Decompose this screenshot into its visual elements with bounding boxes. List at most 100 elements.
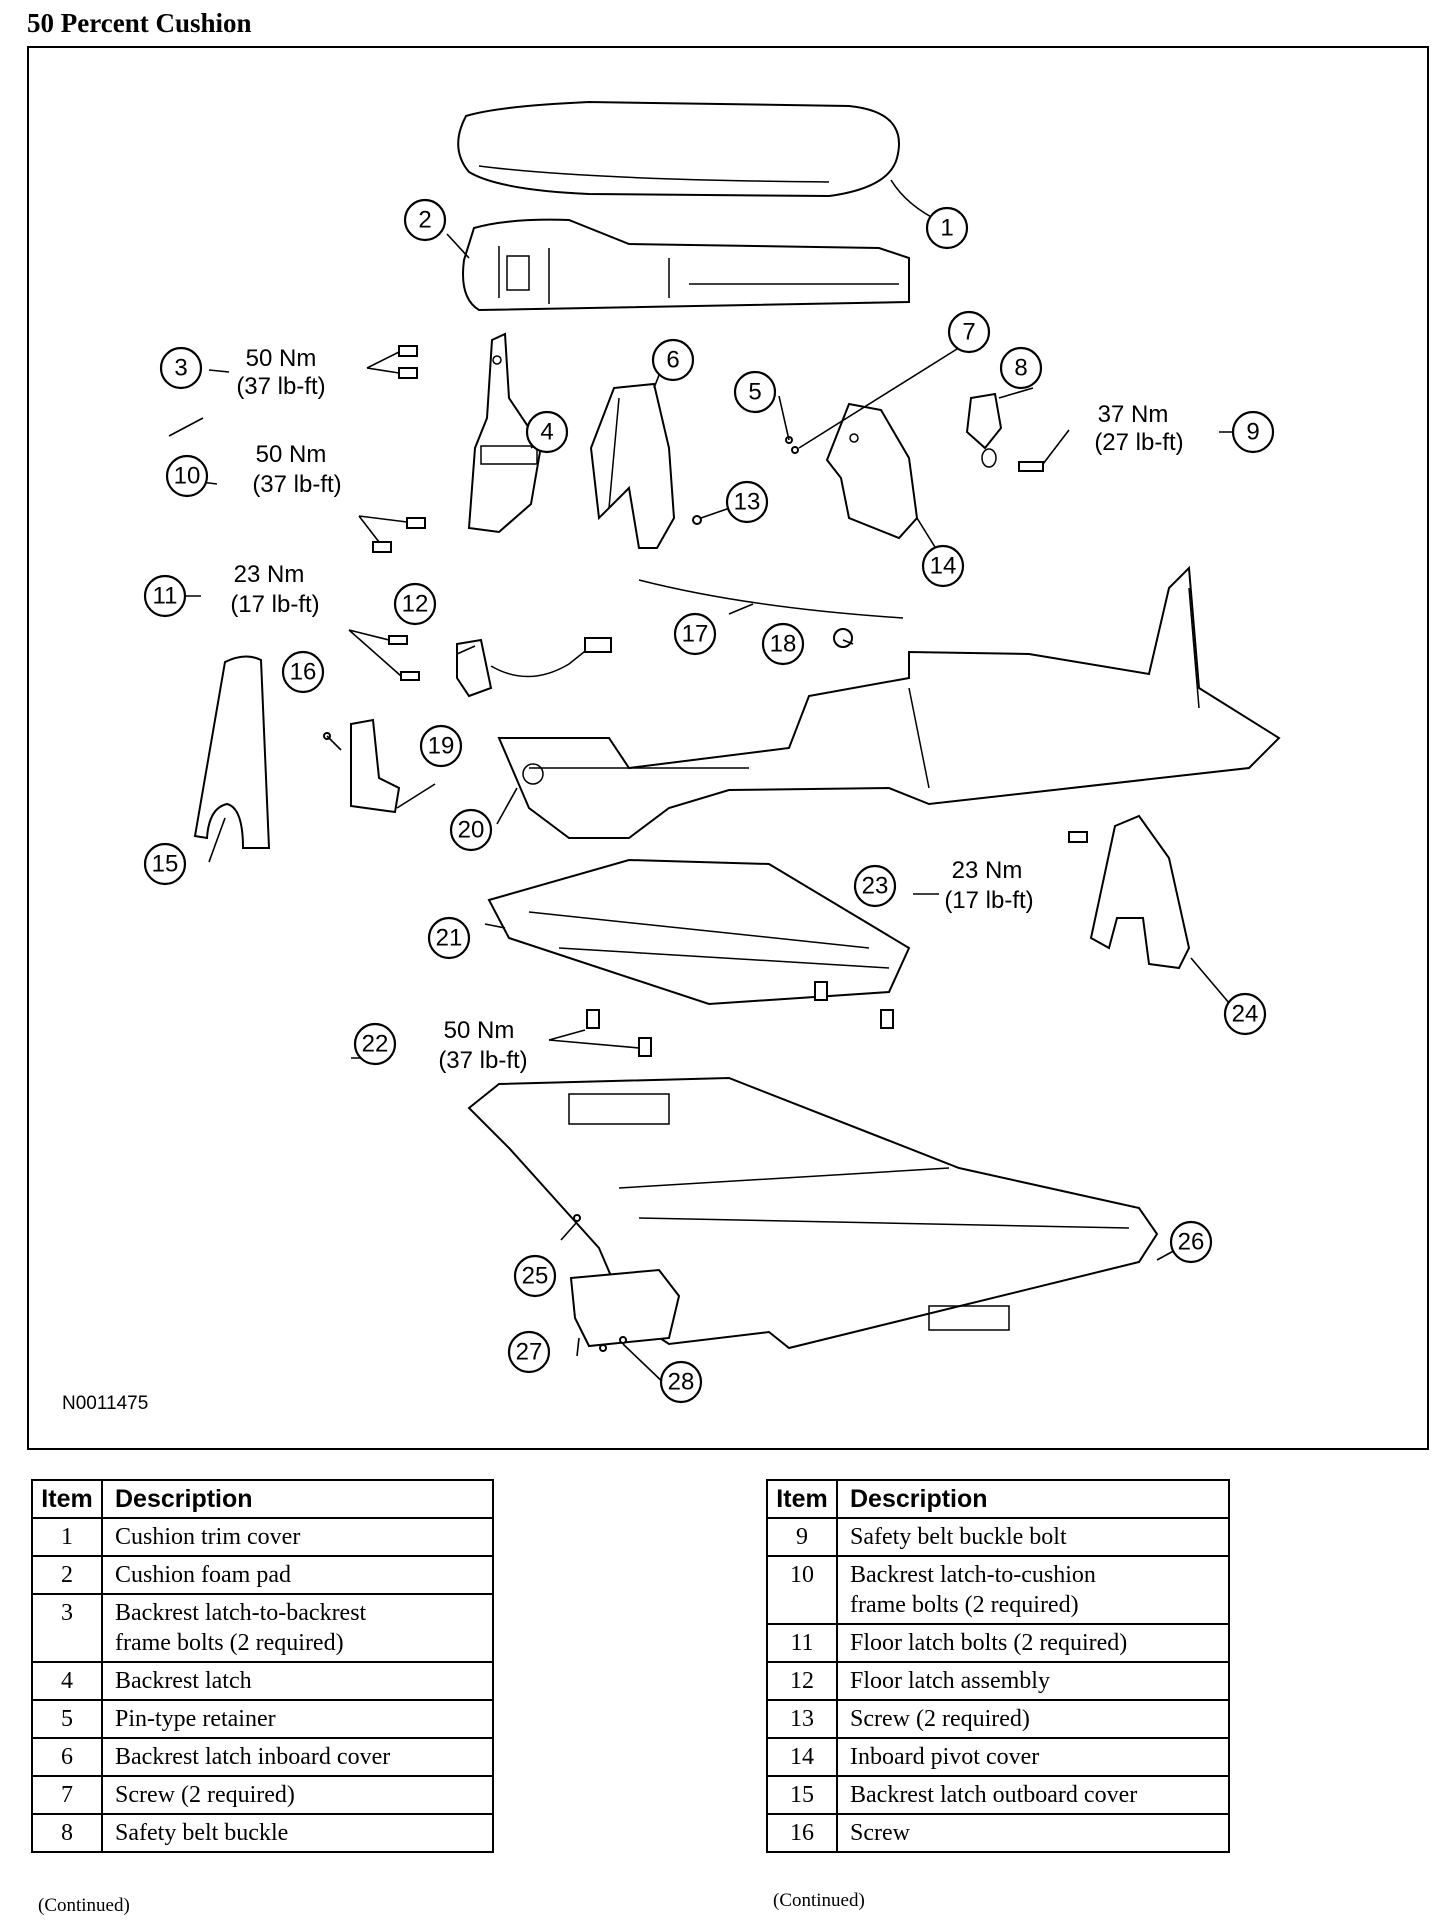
item-number: 13 xyxy=(766,1699,838,1739)
item-number: 16 xyxy=(766,1813,838,1853)
description-line: frame bolts (2 required) xyxy=(115,1630,344,1656)
callout-13: 13 xyxy=(725,480,769,524)
svg-text:16: 16 xyxy=(290,659,317,686)
item-number: 9 xyxy=(766,1517,838,1557)
svg-text:14: 14 xyxy=(930,553,957,580)
item-number: 11 xyxy=(766,1623,838,1663)
description-line: Safety belt buckle xyxy=(115,1820,289,1846)
callout-14: 14 xyxy=(921,544,965,588)
svg-text:19: 19 xyxy=(428,733,455,760)
description-line: Safety belt buckle bolt xyxy=(850,1524,1067,1550)
description-line: Backrest latch xyxy=(115,1668,252,1694)
screw-28a xyxy=(599,1344,607,1352)
table-row: 4 Backrest latch xyxy=(31,1661,494,1701)
table-row: 9 Safety belt buckle bolt xyxy=(766,1517,1230,1557)
item-number: 7 xyxy=(31,1775,103,1815)
svg-text:(37 lb-ft): (37 lb-ft) xyxy=(252,471,341,498)
callout-18: 18 xyxy=(761,622,805,666)
description-line: Backrest latch inboard cover xyxy=(115,1744,391,1770)
floor-plate-part xyxy=(487,858,911,1006)
continued-note-left: (Continued) xyxy=(38,1895,130,1916)
item-description: Cushion foam pad xyxy=(101,1555,494,1595)
item-description: Screw (2 required) xyxy=(101,1775,494,1815)
cushion-frame-bolts-10 xyxy=(358,515,426,553)
bolt-23 xyxy=(1068,831,1088,843)
description-line: Screw (2 required) xyxy=(115,1782,295,1808)
callout-25: 25 xyxy=(513,1254,557,1298)
svg-text:50 Nm: 50 Nm xyxy=(256,441,327,468)
item-number: 15 xyxy=(766,1775,838,1815)
callout-17: 17 xyxy=(673,612,717,656)
callout-2: 2 xyxy=(403,198,447,242)
inboard-pivot-cover-part xyxy=(825,402,919,540)
svg-text:3: 3 xyxy=(174,355,187,382)
callout-1: 1 xyxy=(925,206,969,250)
callout-15: 15 xyxy=(143,842,187,886)
item-description: Inboard pivot cover xyxy=(836,1737,1230,1777)
callout-28: 28 xyxy=(659,1360,703,1404)
item-description: Floor latch assembly xyxy=(836,1661,1230,1701)
svg-text:28: 28 xyxy=(668,1369,695,1396)
item-number: 4 xyxy=(31,1661,103,1701)
screw-28b xyxy=(619,1336,627,1344)
exploded-view-drawing: 50 Nm (37 lb-ft) 37 Nm (27 lb-ft) 50 Nm … xyxy=(143,100,1281,1404)
cushion-foam-pad-part xyxy=(462,218,910,312)
description-line: Floor latch assembly xyxy=(850,1668,1050,1694)
item-number: 3 xyxy=(31,1593,103,1663)
item-number: 6 xyxy=(31,1737,103,1777)
callout-23: 23 xyxy=(853,864,897,908)
callout-6: 6 xyxy=(651,338,695,382)
callout-12: 12 xyxy=(393,582,437,626)
callout-3: 3 xyxy=(159,346,203,390)
item-number: 12 xyxy=(766,1661,838,1701)
svg-text:5: 5 xyxy=(748,379,761,406)
header-description: Description xyxy=(101,1479,494,1519)
svg-text:(17 lb-ft): (17 lb-ft) xyxy=(230,591,319,618)
svg-text:20: 20 xyxy=(458,817,485,844)
description-line: Backrest latch outboard cover xyxy=(850,1782,1138,1808)
svg-text:9: 9 xyxy=(1246,419,1259,446)
svg-text:10: 10 xyxy=(174,463,201,490)
header-description: Description xyxy=(836,1479,1230,1519)
description-line: Screw xyxy=(850,1820,910,1846)
description-line: Pin-type retainer xyxy=(115,1706,276,1732)
item-number: 10 xyxy=(766,1555,838,1625)
torque-labels: 50 Nm (37 lb-ft) 37 Nm (27 lb-ft) 50 Nm … xyxy=(230,345,1183,1074)
screw-25 xyxy=(573,1214,581,1222)
svg-text:27: 27 xyxy=(516,1339,543,1366)
svg-text:11: 11 xyxy=(153,583,178,610)
leader-lines xyxy=(168,179,1239,1389)
callout-24: 24 xyxy=(1223,992,1267,1036)
callout-27: 27 xyxy=(507,1330,551,1374)
item-number: 5 xyxy=(31,1699,103,1739)
floor-latch-bolts-11 xyxy=(348,629,420,681)
callout-20: 20 xyxy=(449,808,493,852)
callout-11: 11 xyxy=(143,574,187,618)
cable-part-17 xyxy=(638,579,904,619)
item-description: Backrest latch xyxy=(101,1661,494,1701)
callout-26: 26 xyxy=(1169,1220,1213,1264)
callout-9: 9 xyxy=(1231,410,1275,454)
svg-text:2: 2 xyxy=(418,207,431,234)
cushion-trim-cover-part xyxy=(457,100,900,198)
callout-7: 7 xyxy=(947,310,991,354)
svg-text:23: 23 xyxy=(862,873,889,900)
svg-text:8: 8 xyxy=(1014,355,1027,382)
svg-text:23 Nm: 23 Nm xyxy=(234,561,305,588)
description-line: Cushion foam pad xyxy=(115,1562,291,1588)
svg-text:50 Nm: 50 Nm xyxy=(246,345,317,372)
item-description: Floor latch bolts (2 required) xyxy=(836,1623,1230,1663)
bracket-part-19 xyxy=(350,718,401,814)
bracket-part-24 xyxy=(1089,814,1191,970)
item-description: Cushion trim cover xyxy=(101,1517,494,1557)
item-description: Screw xyxy=(836,1813,1230,1853)
